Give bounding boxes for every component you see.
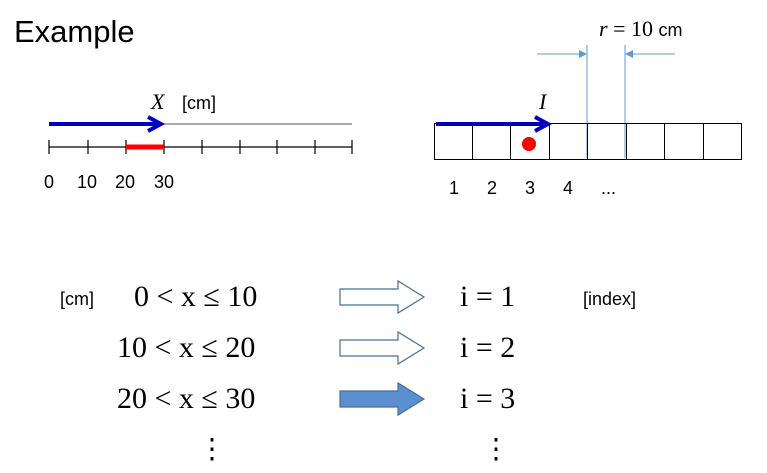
unit-label-cm: [cm] xyxy=(60,289,94,309)
page-title: Example xyxy=(14,14,135,49)
result-row-2: i = 2 xyxy=(460,331,516,364)
x-arrow-head xyxy=(147,115,166,133)
cell-label: 3 xyxy=(525,178,536,198)
tick-label: 10 xyxy=(77,172,98,192)
cell xyxy=(703,123,742,160)
condition-row-2: 10 < x ≤ 20 xyxy=(117,331,256,364)
r-label: r = 10 cm xyxy=(599,16,683,41)
x-variable-label: X xyxy=(151,89,165,114)
r-right-arrowhead xyxy=(625,50,633,58)
ruler-ticks xyxy=(48,140,353,154)
cell xyxy=(549,123,588,160)
map-arrow-3 xyxy=(339,381,426,417)
map-arrow-2 xyxy=(339,330,426,366)
cell-label: 2 xyxy=(487,178,498,198)
index-label: [index] xyxy=(583,289,637,309)
index-variable-label: I xyxy=(539,89,547,114)
vertical-ellipsis-left: ⋮ xyxy=(198,434,226,465)
tick-label: 30 xyxy=(154,172,175,192)
map-arrow-1 xyxy=(339,279,426,315)
tick-label: 0 xyxy=(44,172,55,192)
result-row-1: i = 1 xyxy=(460,280,516,313)
cell-label-ellipsis: ... xyxy=(601,178,617,198)
tick-label: 20 xyxy=(115,172,136,192)
cell xyxy=(588,123,627,160)
r-left-arrowhead xyxy=(579,50,587,58)
condition-row-1: 0 < x ≤ 10 xyxy=(134,280,258,313)
x-unit-label: [cm] xyxy=(182,93,216,113)
cell-label: 4 xyxy=(563,178,574,198)
result-row-3: i = 3 xyxy=(460,382,516,415)
condition-row-3: 20 < x ≤ 30 xyxy=(117,382,256,415)
cell xyxy=(665,123,704,160)
red-dot xyxy=(522,137,536,151)
cell-label: 1 xyxy=(449,178,460,198)
cell xyxy=(626,123,665,160)
vertical-ellipsis-right: ⋮ xyxy=(482,434,510,465)
